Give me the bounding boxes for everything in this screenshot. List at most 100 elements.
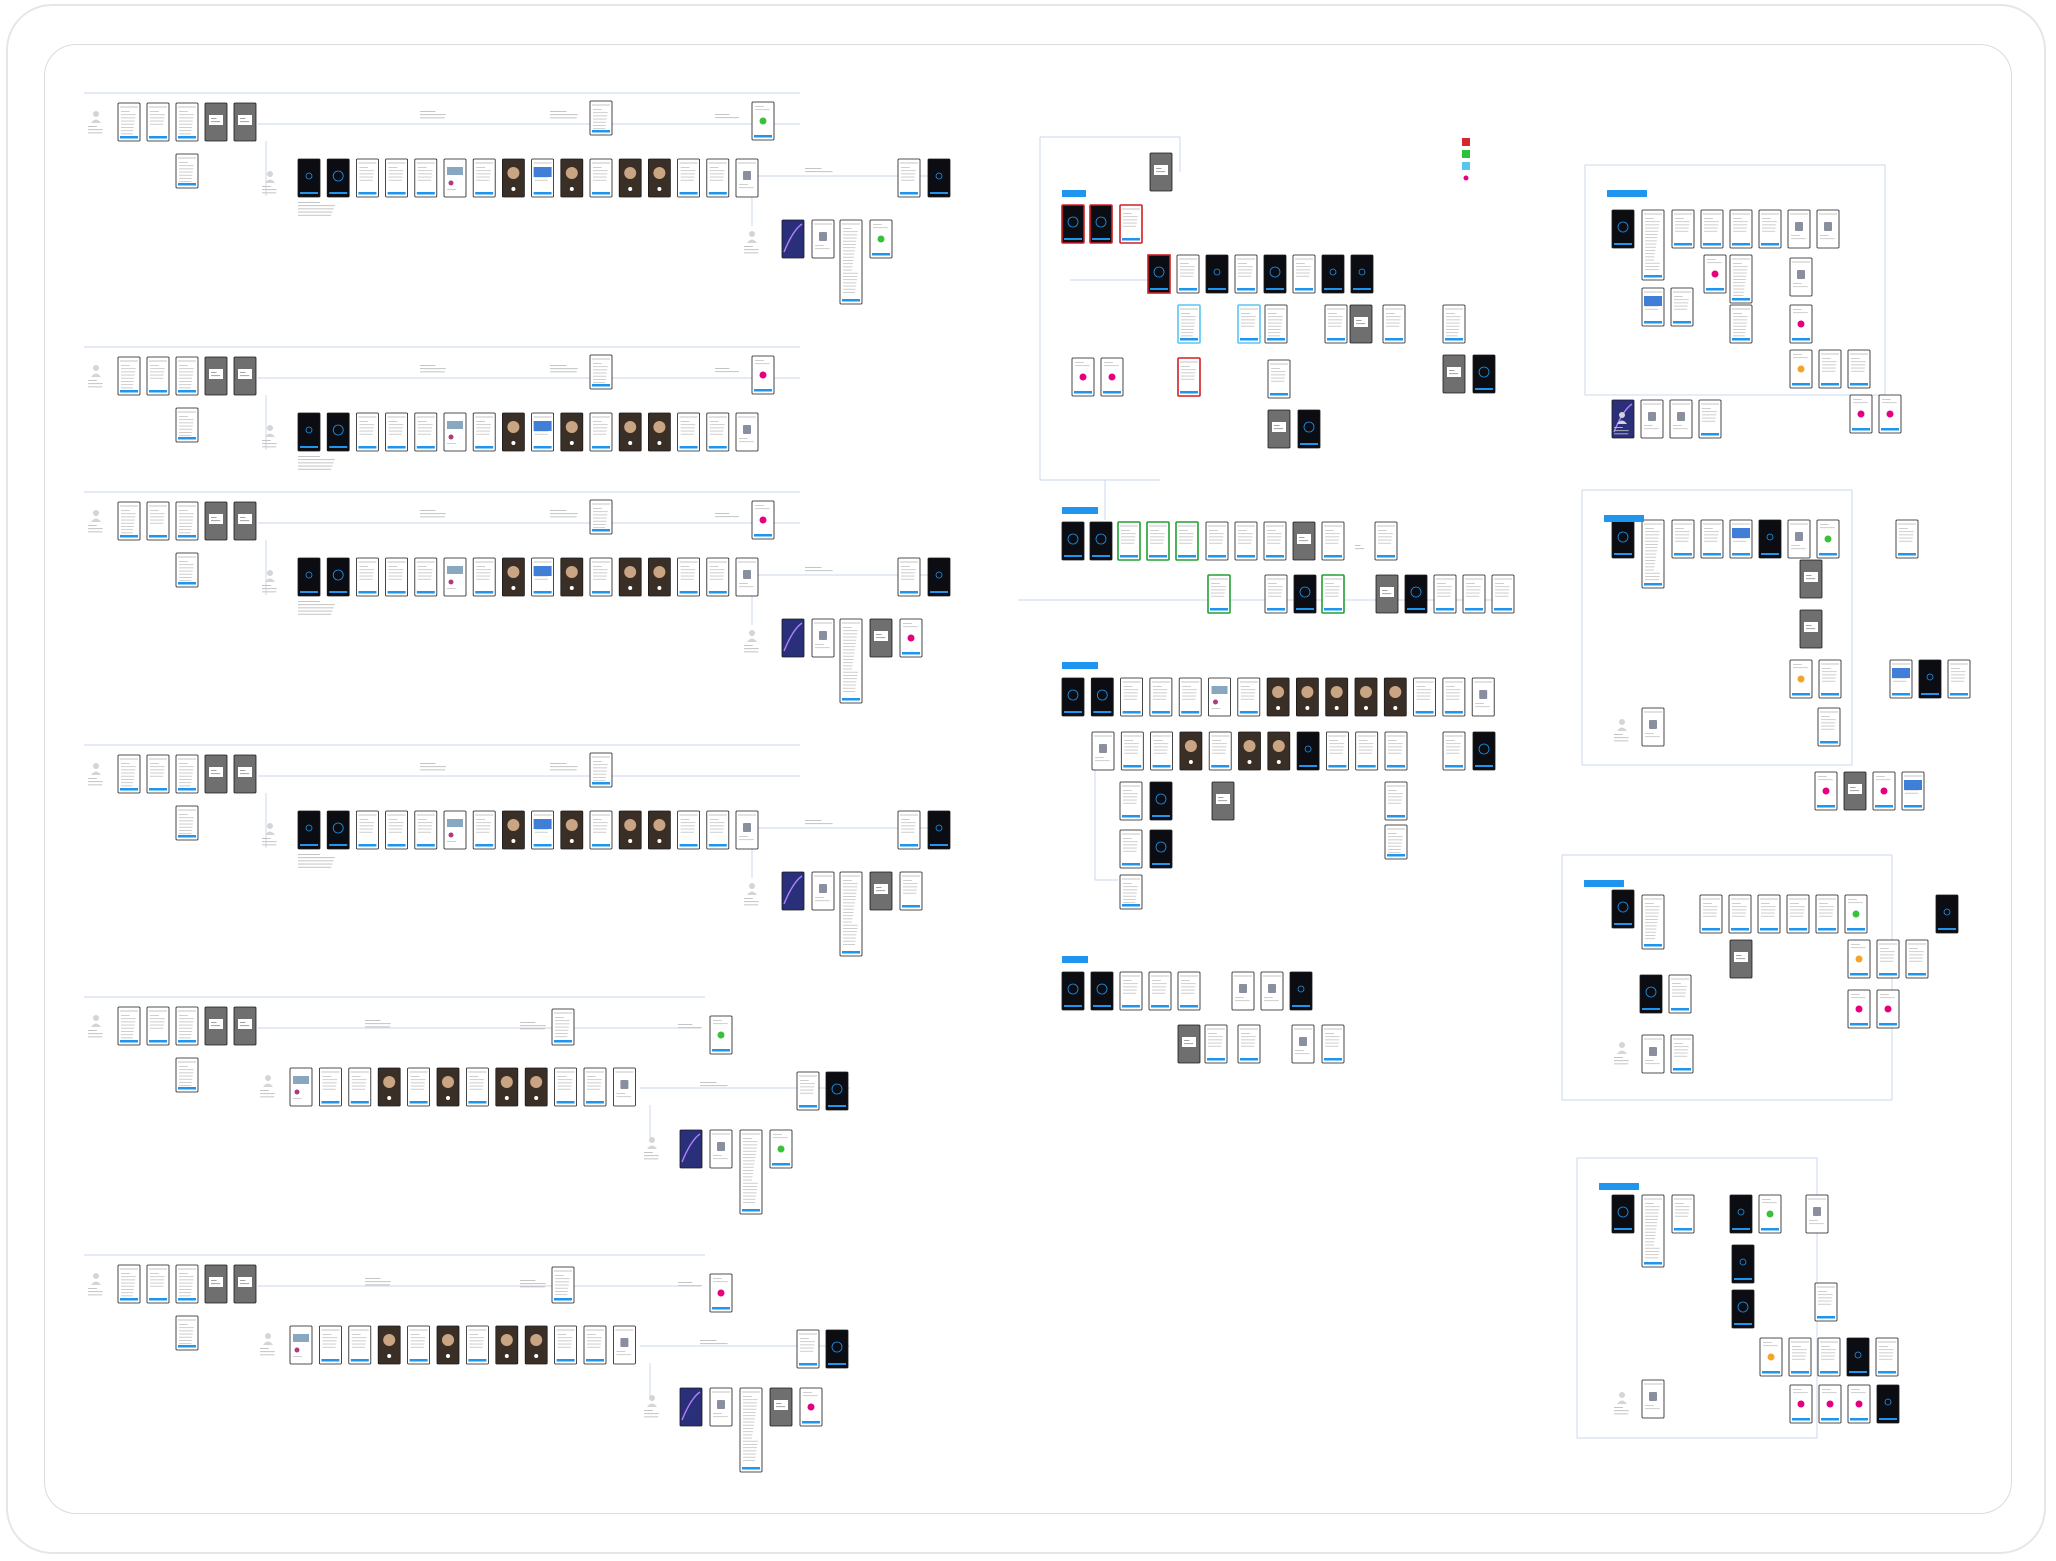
placeholder-text: [843, 266, 853, 268]
placeholder-text: [1790, 915, 1804, 917]
screen-header: [738, 561, 756, 563]
device-illustration: [743, 171, 751, 180]
placeholder-text: [1732, 915, 1746, 917]
phone-screen: [1758, 519, 1782, 559]
screen-dialog: [1182, 1037, 1196, 1047]
screen-frame: [1788, 1337, 1812, 1377]
placeholder-text: [1818, 1300, 1832, 1302]
phone-screen: [1759, 1337, 1783, 1377]
placeholder-text: [1388, 746, 1403, 748]
screen-header: [358, 814, 377, 816]
placeholder-text: [1446, 335, 1458, 337]
placeholder-text: [743, 1437, 752, 1439]
screen-header: [1445, 308, 1463, 310]
screen-dialog: [1380, 587, 1394, 597]
placeholder-text: [843, 276, 858, 277]
screen-cta-bar: [475, 844, 494, 847]
phone-screen: [781, 219, 805, 259]
phone-screen: [735, 158, 759, 198]
screen-ring: [1926, 673, 1934, 681]
screen-cta-bar: [1324, 608, 1342, 611]
placeholder-text: [1733, 537, 1747, 539]
placeholder-text: [420, 763, 436, 764]
placeholder-text: [150, 510, 159, 511]
screen-cta-bar: [1644, 1262, 1662, 1265]
placeholder-text: [1809, 1223, 1824, 1225]
phone-screen: [204, 1264, 228, 1304]
phone-screen: [1818, 659, 1842, 699]
placeholder-text: [417, 173, 433, 175]
placeholder-text: [901, 179, 915, 181]
placeholder-text: [1124, 743, 1140, 745]
phone-screen: [1875, 1337, 1899, 1377]
status-dot: [1855, 955, 1863, 963]
placeholder-text: [1645, 736, 1660, 738]
screen-cta-bar: [1064, 1005, 1082, 1007]
screen-header: [592, 503, 610, 505]
screen-frame: [1208, 677, 1231, 717]
placeholder-text: [680, 167, 690, 168]
placeholder-text: [1124, 749, 1139, 751]
screen-ring: [1067, 689, 1079, 701]
placeholder-text: [743, 1408, 757, 1410]
screen-cta-bar: [1644, 944, 1662, 947]
phone-screen: [1849, 394, 1873, 434]
placeholder-text: [843, 228, 852, 229]
placeholder-text: [715, 114, 730, 115]
placeholder-text: [1820, 527, 1835, 529]
persona-body: [91, 373, 101, 377]
placeholder-text: [587, 1343, 601, 1345]
phone-screen: [781, 618, 805, 658]
placeholder-text: [843, 931, 857, 933]
placeholder-text: [1818, 1303, 1832, 1305]
placeholder-text: [593, 173, 608, 175]
placeholder-text: [903, 886, 918, 888]
phone-screen: [1237, 1024, 1261, 1064]
placeholder-text: [179, 1027, 193, 1029]
persona-body: [265, 179, 275, 183]
placeholder-text: [593, 514, 608, 516]
screen-frame: [1818, 349, 1842, 389]
placeholder-text: [1674, 1049, 1689, 1051]
screen-cta-bar: [592, 591, 610, 594]
placeholder-text: [1821, 722, 1836, 724]
phone-screen: [1700, 209, 1724, 249]
screen-cta-bar: [679, 591, 698, 594]
placeholder-text: [1644, 425, 1653, 426]
placeholder-text: [420, 513, 446, 515]
phone-screen: [839, 618, 863, 704]
flow-note: [365, 1020, 391, 1028]
placeholder-text: [1267, 536, 1282, 538]
screen-frame: [739, 1129, 763, 1215]
placeholder-text: [1909, 960, 1923, 962]
placeholder-text: [359, 578, 373, 580]
placeholder-text: [843, 908, 854, 910]
placeholder-text: [121, 111, 130, 112]
screen-frame: [175, 153, 199, 189]
placeholder-text: [150, 769, 165, 771]
placeholder-text: [1821, 1349, 1836, 1351]
placeholder-text: [1388, 790, 1397, 791]
screen-cta-bar: [799, 1105, 817, 1108]
user-persona-icon: [88, 1015, 103, 1038]
placeholder-text: [555, 1281, 570, 1283]
placeholder-text: [843, 687, 856, 689]
placeholder-text: [1675, 537, 1689, 539]
screen-frame: [677, 412, 700, 452]
screen-cta-bar: [533, 192, 552, 195]
placeholder-text: [1851, 1389, 1860, 1390]
placeholder-text: [1123, 983, 1138, 985]
screen-header: [1878, 1341, 1896, 1343]
screen-cta-bar: [1820, 741, 1838, 744]
placeholder-text: [388, 831, 402, 833]
phone-screen: [1905, 939, 1929, 979]
screen-cta-bar: [1207, 1058, 1225, 1061]
phone-screen: [355, 158, 379, 198]
screen-frame: [1321, 521, 1345, 561]
phone-screen: [1611, 519, 1635, 559]
placeholder-text: [240, 121, 250, 123]
placeholder-text: [744, 645, 753, 646]
screen-cta-bar: [1821, 1418, 1839, 1421]
flow-region: [1584, 164, 1886, 396]
